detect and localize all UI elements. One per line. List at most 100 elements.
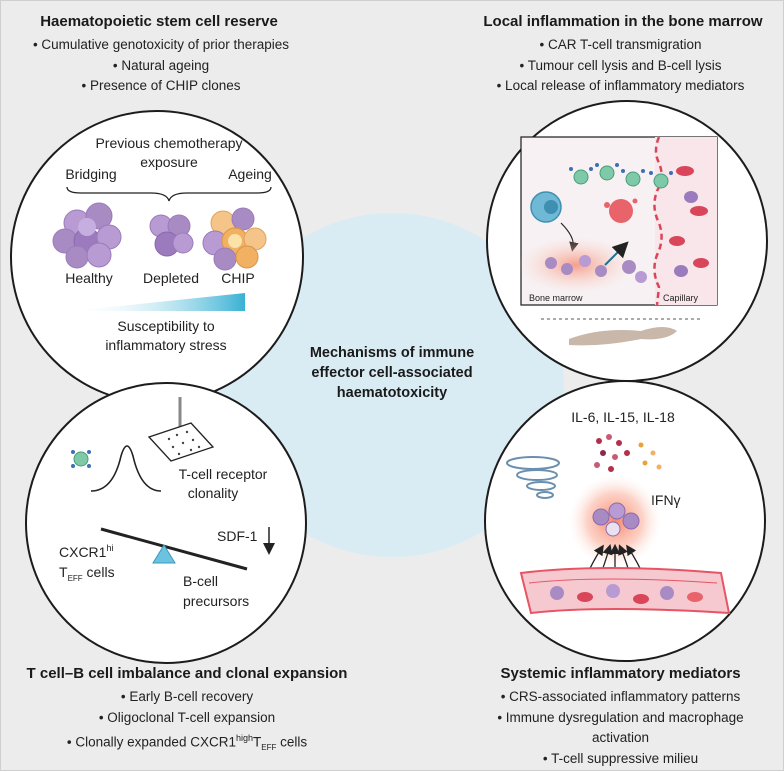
panel-title-systemic-mediators: Systemic inflammatory mediators: [500, 665, 741, 682]
swirl-icon: [506, 456, 560, 499]
bullet-item: • Immune dysregulation and macrophage: [497, 709, 744, 725]
susceptibility-label-line1: Susceptibility to: [117, 318, 214, 334]
cxcr1-text: CXCR1: [59, 544, 107, 560]
teff-t: T: [59, 564, 68, 580]
chip-cell-cluster-icon: [202, 207, 267, 271]
cell-icon: [622, 260, 636, 274]
car-t-cells-icon: [569, 163, 673, 189]
depleted-cell-cluster-icon: [149, 214, 194, 257]
red-blood-cell-icon: [669, 236, 685, 246]
bridging-label: Bridging: [65, 166, 116, 182]
cell-icon: [635, 271, 647, 283]
chip-array-icon: [147, 422, 215, 462]
cytokines-label: IL-6, IL-15, IL-18: [571, 409, 675, 425]
tumour-cell-nucleus-icon: [544, 200, 558, 214]
vessel-wall-icon: [653, 136, 663, 306]
teff-label: TEFF cells: [59, 564, 115, 583]
tb-imbalance-content: T-cell receptor clonality SDF-1 CXCR1hi …: [59, 397, 275, 609]
cxcr1-sup: hi: [106, 543, 113, 553]
lysed-cell-icon: [609, 199, 633, 223]
tcr-label-line2: clonality: [188, 485, 239, 501]
chip-label: CHIP: [221, 270, 254, 286]
center-circle: [220, 213, 564, 557]
vessel-cells-icon: [550, 584, 703, 604]
blood-cell-icon: [684, 191, 698, 203]
bone-icon: [569, 327, 677, 346]
array-dots-icon: [167, 430, 201, 456]
bullets-tb-imbalance: • Early B-cell recovery • Oligoclonal T-…: [1, 687, 373, 759]
cxcr1-label: CXCR1hi: [59, 543, 113, 560]
brace-icon: [66, 186, 272, 202]
hsc-reserve-content: Previous chemotherapy exposure Bridging …: [52, 135, 272, 353]
bullet-item: • Oligoclonal T-cell expansion: [98, 709, 276, 725]
cell-icon: [579, 255, 591, 267]
debris-icon: [632, 198, 638, 204]
bullet-item: • Early B-cell recovery: [120, 689, 254, 704]
healthy-label: Healthy: [65, 270, 112, 286]
systemic-mediators-content: IL-6, IL-15, IL-18 IFNγ: [506, 409, 731, 615]
bone-marrow-label: Bone marrow: [529, 293, 583, 303]
inflammation-glow-icon: [569, 475, 661, 567]
cell-icon: [595, 265, 607, 277]
red-blood-cell-icon: [690, 206, 708, 216]
bullet-sup: high: [235, 733, 253, 743]
teff-cells: cells: [83, 564, 115, 580]
red-blood-cell-icon: [676, 166, 694, 176]
vessel-lining-icon: [528, 578, 718, 584]
sdf1-label: SDF-1: [217, 528, 258, 544]
center-label-line3: haematotoxicity: [337, 385, 447, 401]
immune-cell-cluster-icon: [592, 502, 640, 537]
prev-chemo-label-line2: exposure: [140, 154, 198, 170]
ageing-label: Ageing: [228, 166, 272, 182]
susceptibility-gradient-icon: [71, 293, 245, 311]
depleted-label: Depleted: [143, 270, 199, 286]
inflammation-glow-icon: [518, 237, 634, 293]
cell-icon: [545, 257, 557, 269]
bullet-item: • Presence of CHIP clones: [81, 78, 241, 93]
ifn-gamma-label: IFNγ: [651, 492, 681, 508]
bullets-systemic-mediators: • CRS-associated inflammatory patterns •…: [456, 687, 784, 769]
cell-icon: [561, 263, 573, 275]
bullet-sub: EFF: [261, 743, 277, 753]
teff-sub: EFF: [68, 574, 83, 583]
center-label-line1: Mechanisms of immune: [310, 345, 474, 361]
prev-chemo-label-line1: Previous chemotherapy: [95, 135, 242, 151]
cytokine-dots-icon: [594, 434, 662, 472]
bullet-item: • Natural ageing: [112, 57, 210, 73]
local-inflammation-content: Bone marrow Capillary: [518, 136, 718, 346]
bullet-suffix: cells: [276, 734, 308, 750]
bcell-label-line2: precursors: [183, 593, 249, 609]
capillary-label: Capillary: [663, 293, 699, 303]
red-blood-cell-icon: [693, 258, 709, 268]
center-label-line2: effector cell-associated: [311, 365, 472, 381]
circle-tb-imbalance: [25, 382, 307, 664]
susceptibility-label-line2: inflammatory stress: [105, 337, 226, 353]
debris-icon: [604, 202, 610, 208]
panel-title-local-inflammation: Local inflammation in the bone marrow: [483, 13, 763, 30]
seesaw-fulcrum-icon: [152, 544, 176, 564]
bullet-item: • Local release of inflammatory mediator…: [496, 78, 745, 93]
bcell-label-line1: B-cell: [183, 573, 218, 589]
seesaw-beam-icon: [100, 527, 248, 571]
bullet-item: • T-cell suppressive milieu: [542, 750, 699, 766]
healthy-cell-cluster-icon: [52, 202, 122, 269]
bullet-item: • Tumour cell lysis and B-cell lysis: [519, 57, 722, 73]
bullet-item: activation: [591, 730, 650, 745]
blood-cell-icon: [674, 265, 688, 277]
panel-title-tb-imbalance: T cell–B cell imbalance and clonal expan…: [26, 665, 348, 682]
bullets-local-inflammation: • CAR T-cell transmigration • Tumour cel…: [456, 35, 784, 97]
trend-arrow-icon: [604, 241, 629, 266]
bullet-text: • Clonally expanded CXCR1: [66, 734, 236, 750]
capillary-region: [655, 137, 717, 305]
clonality-curve-icon: [90, 445, 162, 492]
bullet-item: • Clonally expanded CXCR1highTEFF cells: [1, 728, 373, 759]
bullet-item: • CAR T-cell transmigration: [539, 37, 702, 52]
t-cell-icon: [71, 450, 91, 468]
panel-title-hsc-reserve: Haematopoietic stem cell reserve: [40, 13, 278, 30]
tcr-label-line1: T-cell receptor: [179, 466, 268, 482]
bullet-t: T: [252, 734, 262, 750]
bullets-hsc-reserve: • Cumulative genotoxicity of prior thera…: [1, 35, 321, 97]
bullet-item: • Cumulative genotoxicity of prior thera…: [32, 37, 290, 52]
